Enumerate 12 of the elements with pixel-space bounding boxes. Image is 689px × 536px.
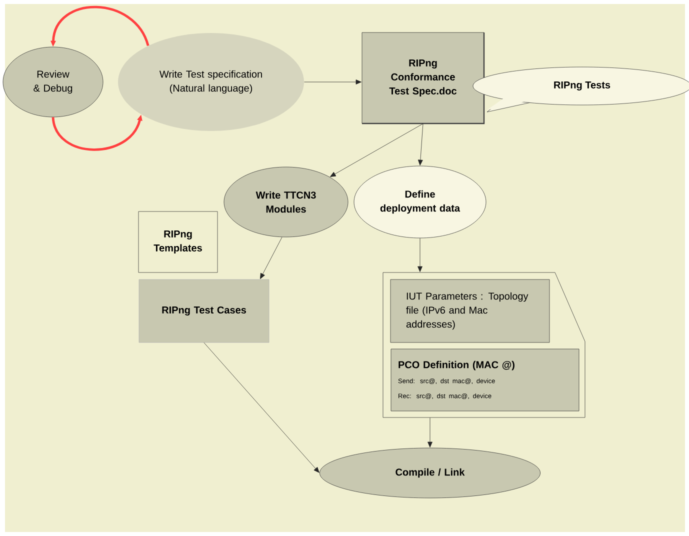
template-box: RIPng Templates xyxy=(138,211,218,273)
arrow xyxy=(418,124,424,166)
parameter-box: IUT Parameters : Topology file (IPv6 and Mac addresses) xyxy=(390,279,550,343)
speech-bubble: RIPng Tests xyxy=(472,66,689,112)
arrow xyxy=(330,124,424,177)
arrow xyxy=(204,342,320,473)
arrow xyxy=(418,238,422,272)
arrow xyxy=(428,418,432,448)
arrow xyxy=(304,80,362,84)
document-box: RIPng Conformance Test Spec.doc xyxy=(362,32,485,124)
test-cases-box: RIPng Test Cases xyxy=(138,279,270,343)
arrow xyxy=(260,237,282,280)
